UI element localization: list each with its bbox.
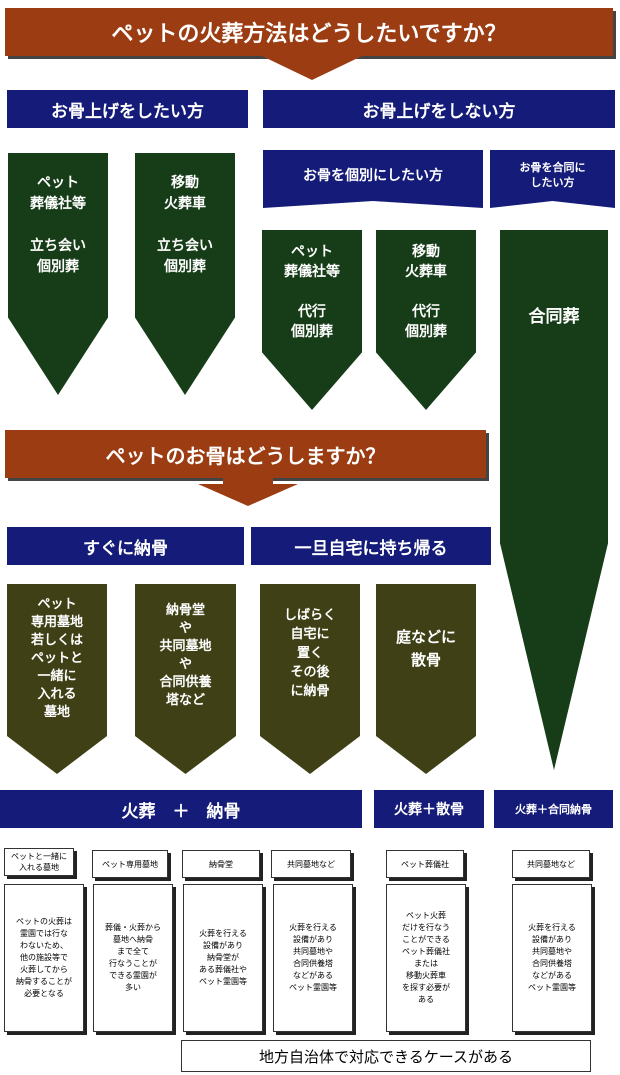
option-mobile-attend-text: 移動 火葬車 立ち会い 個別葬	[157, 175, 213, 275]
label-common-cemetery: 共同墓地など	[271, 850, 351, 878]
label-with-pet-cemetery-text: ペットと一緒に 入れる墓地	[11, 852, 67, 872]
header-joint: お骨を合同に したい方	[490, 150, 615, 208]
option-joint-funeral: 合同葬	[500, 230, 608, 770]
result-cremation-scatter-text: 火葬＋散骨	[394, 802, 464, 818]
option-ossuary-text: 納骨堂 や 共同墓地 や 合同供養 塔など	[159, 603, 212, 708]
option-ossuary: 納骨堂 や 共同墓地 や 合同供養 塔など	[135, 584, 236, 774]
desc-with-pet-cemetery-text: ペットの火葬は 霊園では行な わないため、 他の施設等で 火葬してから 納骨する…	[16, 917, 72, 998]
option-keep-home: しばらく 自宅に 置く その後 に納骨	[260, 584, 360, 774]
label-ossuary: 納骨堂	[182, 850, 260, 878]
header-inter-soon-text: すぐに納骨	[83, 538, 168, 559]
question-cremation-text: ペットの火葬方法はどうしたいですか？	[111, 22, 507, 47]
label-pet-only-cemetery-text: ペット専用墓地	[102, 859, 158, 869]
option-pet-funeral-proxy: ペット 葬儀社等 代行 個別葬	[262, 230, 362, 410]
label-ossuary-text: 納骨堂	[209, 859, 233, 869]
option-pet-funeral-proxy-text: ペット 葬儀社等 代行 個別葬	[284, 244, 340, 340]
local-government-note-text: 地方自治体で対応できるケースがある	[259, 1047, 513, 1066]
desc-common-cemetery: 火葬を行える 設備があり 共同墓地や 合同供養塔 などがある ペット霊園等	[273, 884, 353, 1032]
label-pet-only-cemetery: ペット専用墓地	[92, 850, 168, 878]
down-arrow-2	[198, 484, 298, 506]
question-bones-banner: ペットのお骨はどうしますか？	[5, 430, 486, 478]
header-want-bone-picking-text: お骨上げをしたい方	[51, 101, 204, 122]
down-arrow-1	[262, 56, 362, 80]
question-bones-text: ペットのお骨はどうしますか？	[105, 443, 386, 468]
header-take-home-text: 一旦自宅に持ち帰る	[294, 538, 448, 559]
label-common-cemetery-2-text: 共同墓地など	[527, 859, 575, 869]
result-cremation-joint: 火葬＋合同納骨	[494, 790, 613, 828]
option-pet-cemetery: ペット 専用墓地 若しくは ペットと 一緒に 入れる 墓地	[7, 584, 107, 774]
option-pet-funeral-attend-text: ペット 葬儀社等 立ち会い 個別葬	[30, 175, 86, 275]
desc-common-cemetery-2: 火葬を行える 設備があり 共同墓地や 合同供養塔 などがある ペット霊園等	[512, 884, 592, 1032]
option-mobile-proxy: 移動 火葬車 代行 個別葬	[376, 230, 476, 410]
header-inter-soon: すぐに納骨	[7, 527, 244, 565]
label-pet-funeral-company-text: ペット葬儀社	[401, 859, 449, 869]
header-individual: お骨を個別にしたい方	[263, 150, 483, 208]
label-common-cemetery-text: 共同墓地など	[287, 859, 335, 869]
desc-ossuary-text: 火葬を行える 設備があり 納骨堂が ある葬儀社や ペット霊園等	[199, 929, 247, 986]
desc-common-cemetery-text: 火葬を行える 設備があり 共同墓地や 合同供養塔 などがある ペット霊園等	[289, 923, 337, 992]
label-common-cemetery-2: 共同墓地など	[512, 850, 590, 878]
option-mobile-proxy-text: 移動 火葬車 代行 個別葬	[405, 244, 447, 340]
header-want-bone-picking: お骨上げをしたい方	[7, 90, 248, 128]
header-take-home: 一旦自宅に持ち帰る	[251, 527, 491, 565]
option-scatter-text: 庭などに 散骨	[395, 628, 456, 669]
result-cremation-scatter: 火葬＋散骨	[374, 790, 484, 828]
desc-ossuary: 火葬を行える 設備があり 納骨堂が ある葬儀社や ペット霊園等	[183, 884, 263, 1032]
result-cremation-burial: 火葬 ＋ 納骨	[0, 790, 362, 828]
desc-pet-only-cemetery-text: 葬儀・火葬から 墓地へ納骨 まで全て 行なうことが できる霊園が 多い	[105, 923, 161, 992]
desc-common-cemetery-2-text: 火葬を行える 設備があり 共同墓地や 合同供養塔 などがある ペット霊園等	[528, 923, 576, 992]
header-no-bone-picking-text: お骨上げをしない方	[362, 101, 516, 122]
option-scatter: 庭などに 散骨	[376, 584, 476, 774]
local-government-note: 地方自治体で対応できるケースがある	[181, 1040, 591, 1072]
down-arrow-2-stem	[223, 476, 273, 486]
option-pet-funeral-attend: ペット 葬儀社等 立ち会い 個別葬	[8, 153, 108, 395]
desc-pet-funeral-company-text: ペット火葬 だけを行なう ことができる ペット葬儀社 または 移動火葬車 を探す…	[402, 911, 450, 1004]
result-cremation-joint-text: 火葬＋合同納骨	[515, 803, 592, 816]
desc-with-pet-cemetery: ペットの火葬は 霊園では行な わないため、 他の施設等で 火葬してから 納骨する…	[4, 884, 84, 1032]
desc-pet-only-cemetery: 葬儀・火葬から 墓地へ納骨 まで全て 行なうことが できる霊園が 多い	[93, 884, 173, 1032]
header-joint-text: お骨を合同に したい方	[519, 161, 586, 189]
option-pet-cemetery-text: ペット 専用墓地 若しくは ペットと 一緒に 入れる 墓地	[30, 597, 83, 720]
label-with-pet-cemetery: ペットと一緒に 入れる墓地	[4, 848, 74, 876]
option-mobile-attend: 移動 火葬車 立ち会い 個別葬	[135, 153, 235, 395]
option-keep-home-text: しばらく 自宅に 置く その後 に納骨	[283, 608, 336, 699]
result-cremation-burial-text: 火葬 ＋ 納骨	[121, 801, 241, 822]
label-pet-funeral-company: ペット葬儀社	[386, 850, 464, 878]
header-no-bone-picking: お骨上げをしない方	[263, 90, 615, 128]
down-arrow-1-stem	[287, 50, 337, 60]
question-cremation-banner: ペットの火葬方法はどうしたいですか？	[5, 8, 613, 56]
option-joint-funeral-text: 合同葬	[528, 307, 580, 327]
desc-pet-funeral-company: ペット火葬 だけを行なう ことができる ペット葬儀社 または 移動火葬車 を探す…	[386, 884, 466, 1032]
header-individual-text: お骨を個別にしたい方	[303, 168, 443, 184]
